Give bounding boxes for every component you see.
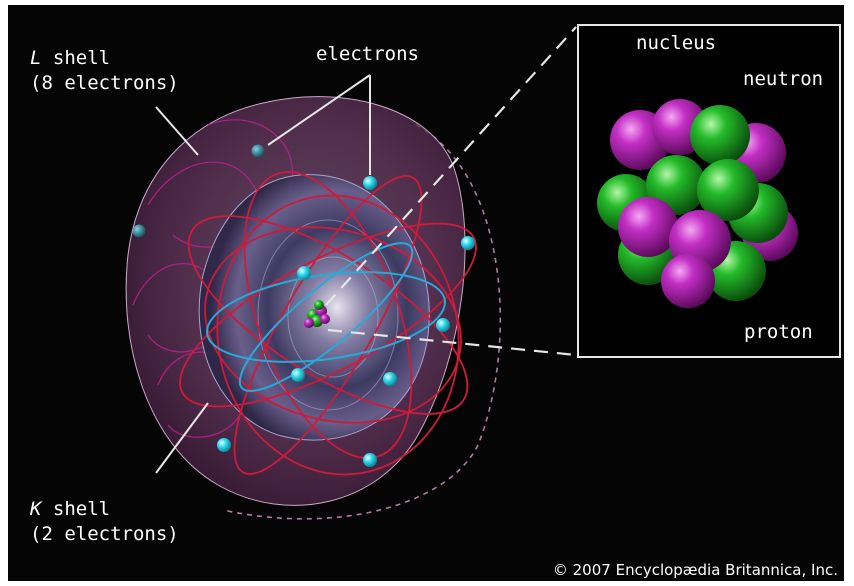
- electron: [383, 372, 397, 386]
- l-shell-count: (8 electrons): [30, 72, 179, 94]
- zoom-lines: [325, 26, 577, 357]
- nucleus-inset: [577, 24, 841, 358]
- k-shell-word: shell: [41, 498, 111, 520]
- l-shell-label: L shell: [30, 47, 110, 70]
- atom-nucleus: [304, 300, 330, 328]
- diagram-canvas: L shell (8 electrons) electrons nucleus …: [8, 5, 844, 581]
- proton-label: proton: [744, 321, 813, 343]
- label-leaders: [155, 74, 744, 474]
- electrons: [132, 144, 475, 467]
- electron: [251, 144, 265, 158]
- electron: [132, 224, 146, 238]
- electron: [297, 266, 311, 280]
- electron: [363, 176, 377, 190]
- k-shell-count: (2 electrons): [30, 523, 179, 545]
- atom-diagram: [125, 24, 841, 520]
- nucleus-cluster: [597, 99, 798, 308]
- electron: [436, 318, 450, 332]
- electron: [363, 453, 377, 467]
- l-shell-letter: L: [30, 47, 42, 69]
- copyright-credit: © 2007 Encyclopædia Britannica, Inc.: [552, 561, 838, 579]
- l-shell-word: shell: [41, 47, 111, 69]
- k-shell-orbits: [206, 242, 446, 392]
- nucleus-label: nucleus: [636, 32, 717, 54]
- k-shell-label: K shell: [30, 498, 110, 521]
- electrons-label: electrons: [316, 43, 419, 65]
- k-shell-letter: K: [30, 498, 42, 520]
- neutron-label: neutron: [743, 68, 824, 90]
- k-shell: [198, 174, 430, 441]
- electron: [291, 368, 305, 382]
- electron: [217, 438, 231, 452]
- electron: [461, 236, 475, 250]
